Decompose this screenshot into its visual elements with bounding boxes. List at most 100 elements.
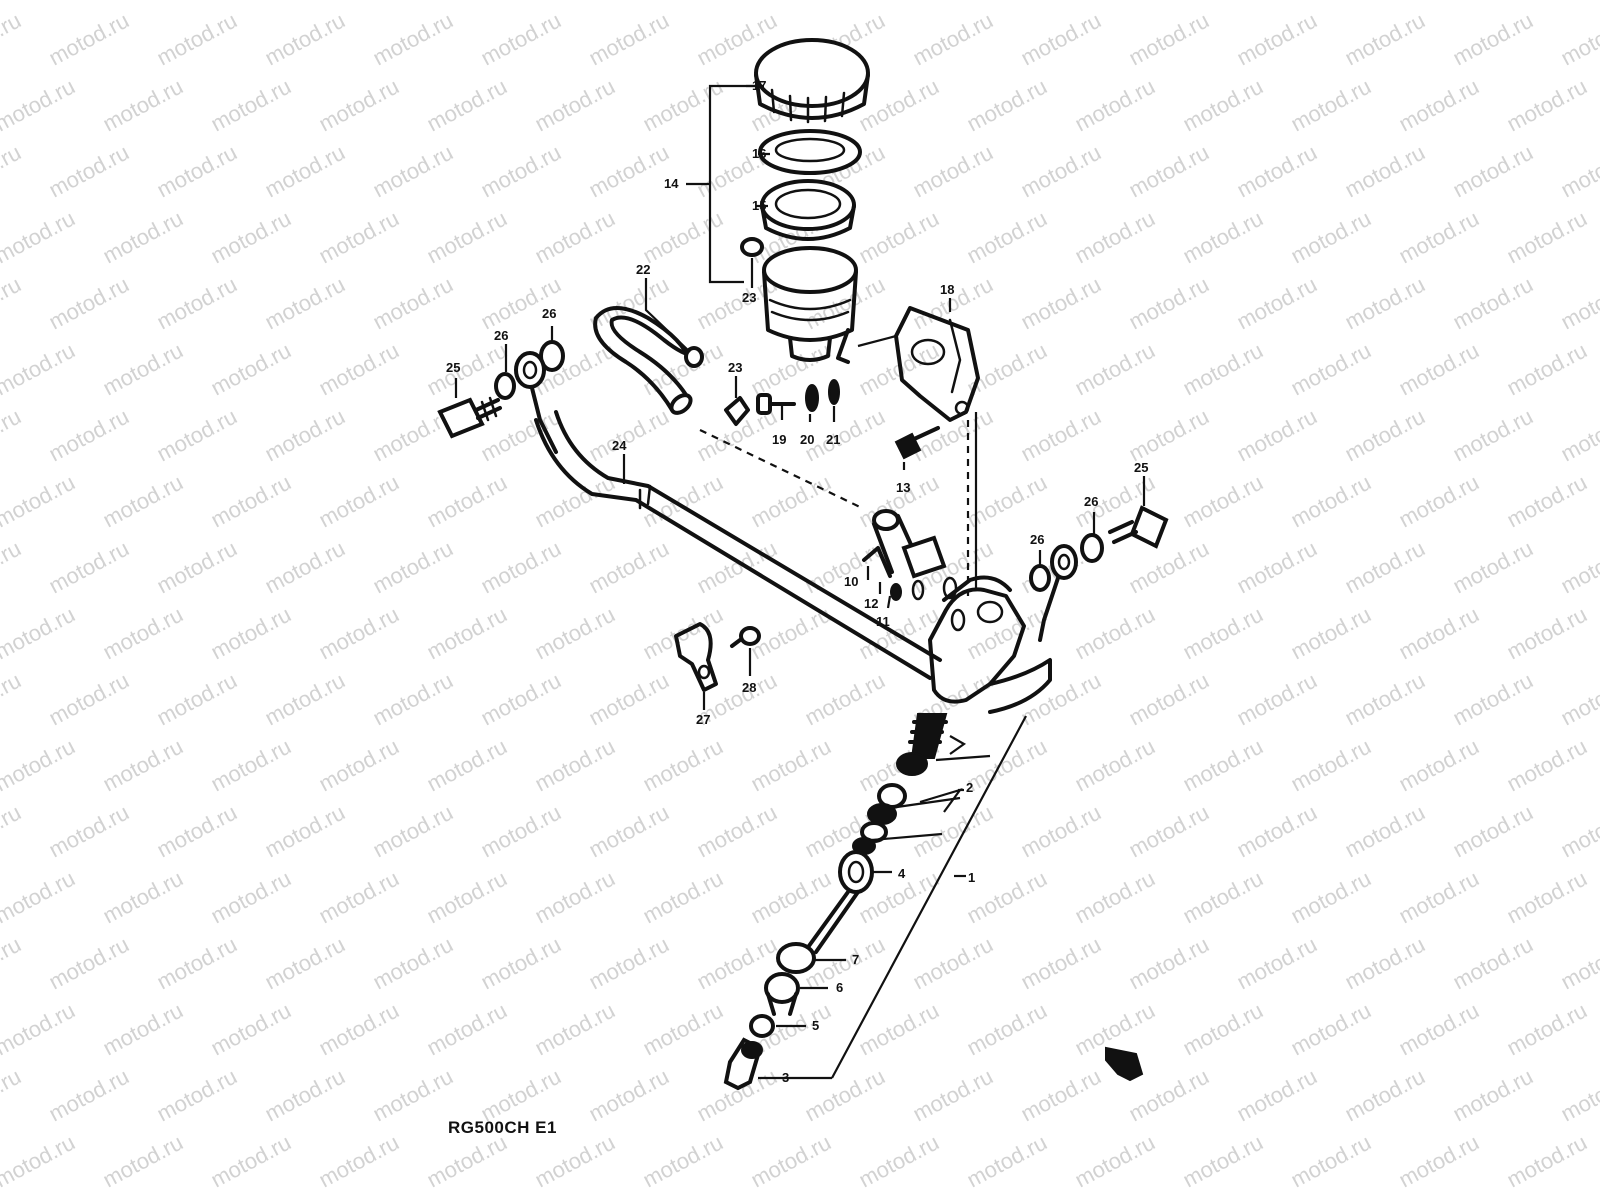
watermark-text: motod.ru bbox=[1287, 734, 1375, 797]
watermark-text: motod.ru bbox=[1071, 1130, 1159, 1193]
watermark-text: motod.ru bbox=[1395, 866, 1483, 929]
watermark-text: motod.ru bbox=[369, 1064, 457, 1127]
watermark-text: motod.ru bbox=[1449, 272, 1537, 335]
seal-21 bbox=[828, 379, 840, 405]
watermark-text: motod.ru bbox=[423, 866, 511, 929]
watermark-text: motod.ru bbox=[261, 272, 349, 335]
clip-10 bbox=[862, 546, 892, 578]
watermark-text: motod.ru bbox=[855, 0, 943, 4]
watermark-text: motod.ru bbox=[153, 404, 241, 467]
watermark-text: motod.ru bbox=[1287, 206, 1375, 269]
watermark-text: motod.ru bbox=[261, 1064, 349, 1127]
watermark-text: motod.ru bbox=[99, 1130, 187, 1193]
callout-10: 10 bbox=[844, 574, 858, 589]
watermark-text: motod.ru bbox=[207, 1130, 295, 1193]
watermark-text: motod.ru bbox=[1287, 74, 1375, 137]
watermark-text: motod.ru bbox=[855, 998, 943, 1061]
callout-19: 19 bbox=[772, 432, 786, 447]
watermark-text: motod.ru bbox=[585, 1196, 673, 1200]
watermark-text: motod.ru bbox=[1233, 404, 1321, 467]
watermark-text: motod.ru bbox=[1341, 404, 1429, 467]
clevis-3 bbox=[723, 1037, 763, 1091]
watermark-text: motod.ru bbox=[99, 998, 187, 1061]
watermark-text: motod.ru bbox=[639, 866, 727, 929]
callout-16: 16 bbox=[752, 146, 766, 161]
watermark-text: motod.ru bbox=[747, 734, 835, 797]
watermark-text: motod.ru bbox=[369, 536, 457, 599]
watermark-text: motod.ru bbox=[1395, 998, 1483, 1061]
watermark-text: motod.ru bbox=[423, 0, 511, 4]
watermark-text: motod.ru bbox=[1341, 1064, 1429, 1127]
watermark-text: motod.ru bbox=[315, 74, 403, 137]
watermark-text: motod.ru bbox=[153, 668, 241, 731]
watermark-text: motod.ru bbox=[1341, 536, 1429, 599]
watermark-text: motod.ru bbox=[99, 866, 187, 929]
watermark-text: motod.ru bbox=[369, 932, 457, 995]
watermark-text: motod.ru bbox=[315, 206, 403, 269]
watermark-text: motod.ru bbox=[1395, 338, 1483, 401]
watermark-text: motod.ru bbox=[207, 998, 295, 1061]
watermark-text: motod.ru bbox=[315, 1130, 403, 1193]
watermark-text: motod.ru bbox=[1341, 932, 1429, 995]
master-cylinder-body bbox=[928, 575, 1052, 714]
watermark-text: motod.ru bbox=[585, 536, 673, 599]
watermark-text: motod.ru bbox=[963, 866, 1051, 929]
watermark-text: motod.ru bbox=[99, 0, 187, 4]
watermark-text: motod.ru bbox=[315, 734, 403, 797]
watermark-text: motod.ru bbox=[585, 1064, 673, 1127]
watermark-text: motod.ru bbox=[531, 602, 619, 665]
watermark-text: motod.ru bbox=[1233, 272, 1321, 335]
watermark-text: motod.ru bbox=[1179, 206, 1267, 269]
watermark-text: motod.ru bbox=[963, 998, 1051, 1061]
watermark-text: motod.ru bbox=[1179, 338, 1267, 401]
mounting-bracket-18 bbox=[894, 306, 980, 422]
piston-assembly bbox=[852, 713, 948, 855]
watermark-text: motod.ru bbox=[315, 0, 403, 4]
watermark-text: motod.ru bbox=[1233, 8, 1321, 71]
watermark-text: motod.ru bbox=[0, 602, 79, 665]
watermark-text: motod.ru bbox=[1179, 866, 1267, 929]
watermark-text: motod.ru bbox=[0, 272, 25, 335]
watermark-text: motod.ru bbox=[261, 536, 349, 599]
watermark-text: motod.ru bbox=[585, 8, 673, 71]
callout-20: 20 bbox=[800, 432, 814, 447]
watermark-text: motod.ru bbox=[963, 602, 1051, 665]
watermark-text: motod.ru bbox=[1557, 932, 1600, 995]
watermark-text: motod.ru bbox=[1233, 668, 1321, 731]
watermark-text: motod.ru bbox=[1395, 470, 1483, 533]
watermark-text: motod.ru bbox=[0, 734, 79, 797]
watermark-text: motod.ru bbox=[1503, 1130, 1591, 1193]
pin-19 bbox=[756, 393, 796, 415]
watermark-text: motod.ru bbox=[909, 140, 997, 203]
watermark-text: motod.ru bbox=[1395, 734, 1483, 797]
watermark-text: motod.ru bbox=[0, 1130, 79, 1193]
watermark-text: motod.ru bbox=[153, 140, 241, 203]
hose-clamp-27 bbox=[674, 622, 718, 692]
watermark-text: motod.ru bbox=[1503, 74, 1591, 137]
watermark-text: motod.ru bbox=[477, 536, 565, 599]
watermark-text: motod.ru bbox=[207, 0, 295, 4]
watermark-text: motod.ru bbox=[369, 272, 457, 335]
watermark-text: motod.ru bbox=[531, 998, 619, 1061]
watermark-text: motod.ru bbox=[693, 1196, 781, 1200]
watermark-text: motod.ru bbox=[1233, 800, 1321, 863]
leader-lines bbox=[454, 84, 1146, 1080]
watermark-text: motod.ru bbox=[261, 800, 349, 863]
o-ring-11 bbox=[890, 583, 902, 601]
banjo-fitting-left bbox=[514, 351, 558, 454]
callout-labels: 17 16 15 14 22 23 18 23 19 20 21 13 25 2… bbox=[446, 78, 1148, 1085]
watermark-text: motod.ru bbox=[1557, 1196, 1600, 1200]
watermark-text: motod.ru bbox=[1449, 404, 1537, 467]
callout-4: 4 bbox=[898, 866, 906, 881]
watermark-text: motod.ru bbox=[1503, 866, 1591, 929]
watermark-text: motod.ru bbox=[1125, 8, 1213, 71]
callout-27: 27 bbox=[696, 712, 710, 727]
model-code-label: RG500CH E1 bbox=[448, 1118, 557, 1137]
watermark-text: motod.ru bbox=[1179, 470, 1267, 533]
boot-7 bbox=[776, 942, 816, 974]
watermark-text: motod.ru bbox=[423, 602, 511, 665]
watermark-text: motod.ru bbox=[531, 1130, 619, 1193]
watermark-text: motod.ru bbox=[423, 74, 511, 137]
watermark-text: motod.ru bbox=[855, 206, 943, 269]
watermark-text: motod.ru bbox=[1179, 602, 1267, 665]
